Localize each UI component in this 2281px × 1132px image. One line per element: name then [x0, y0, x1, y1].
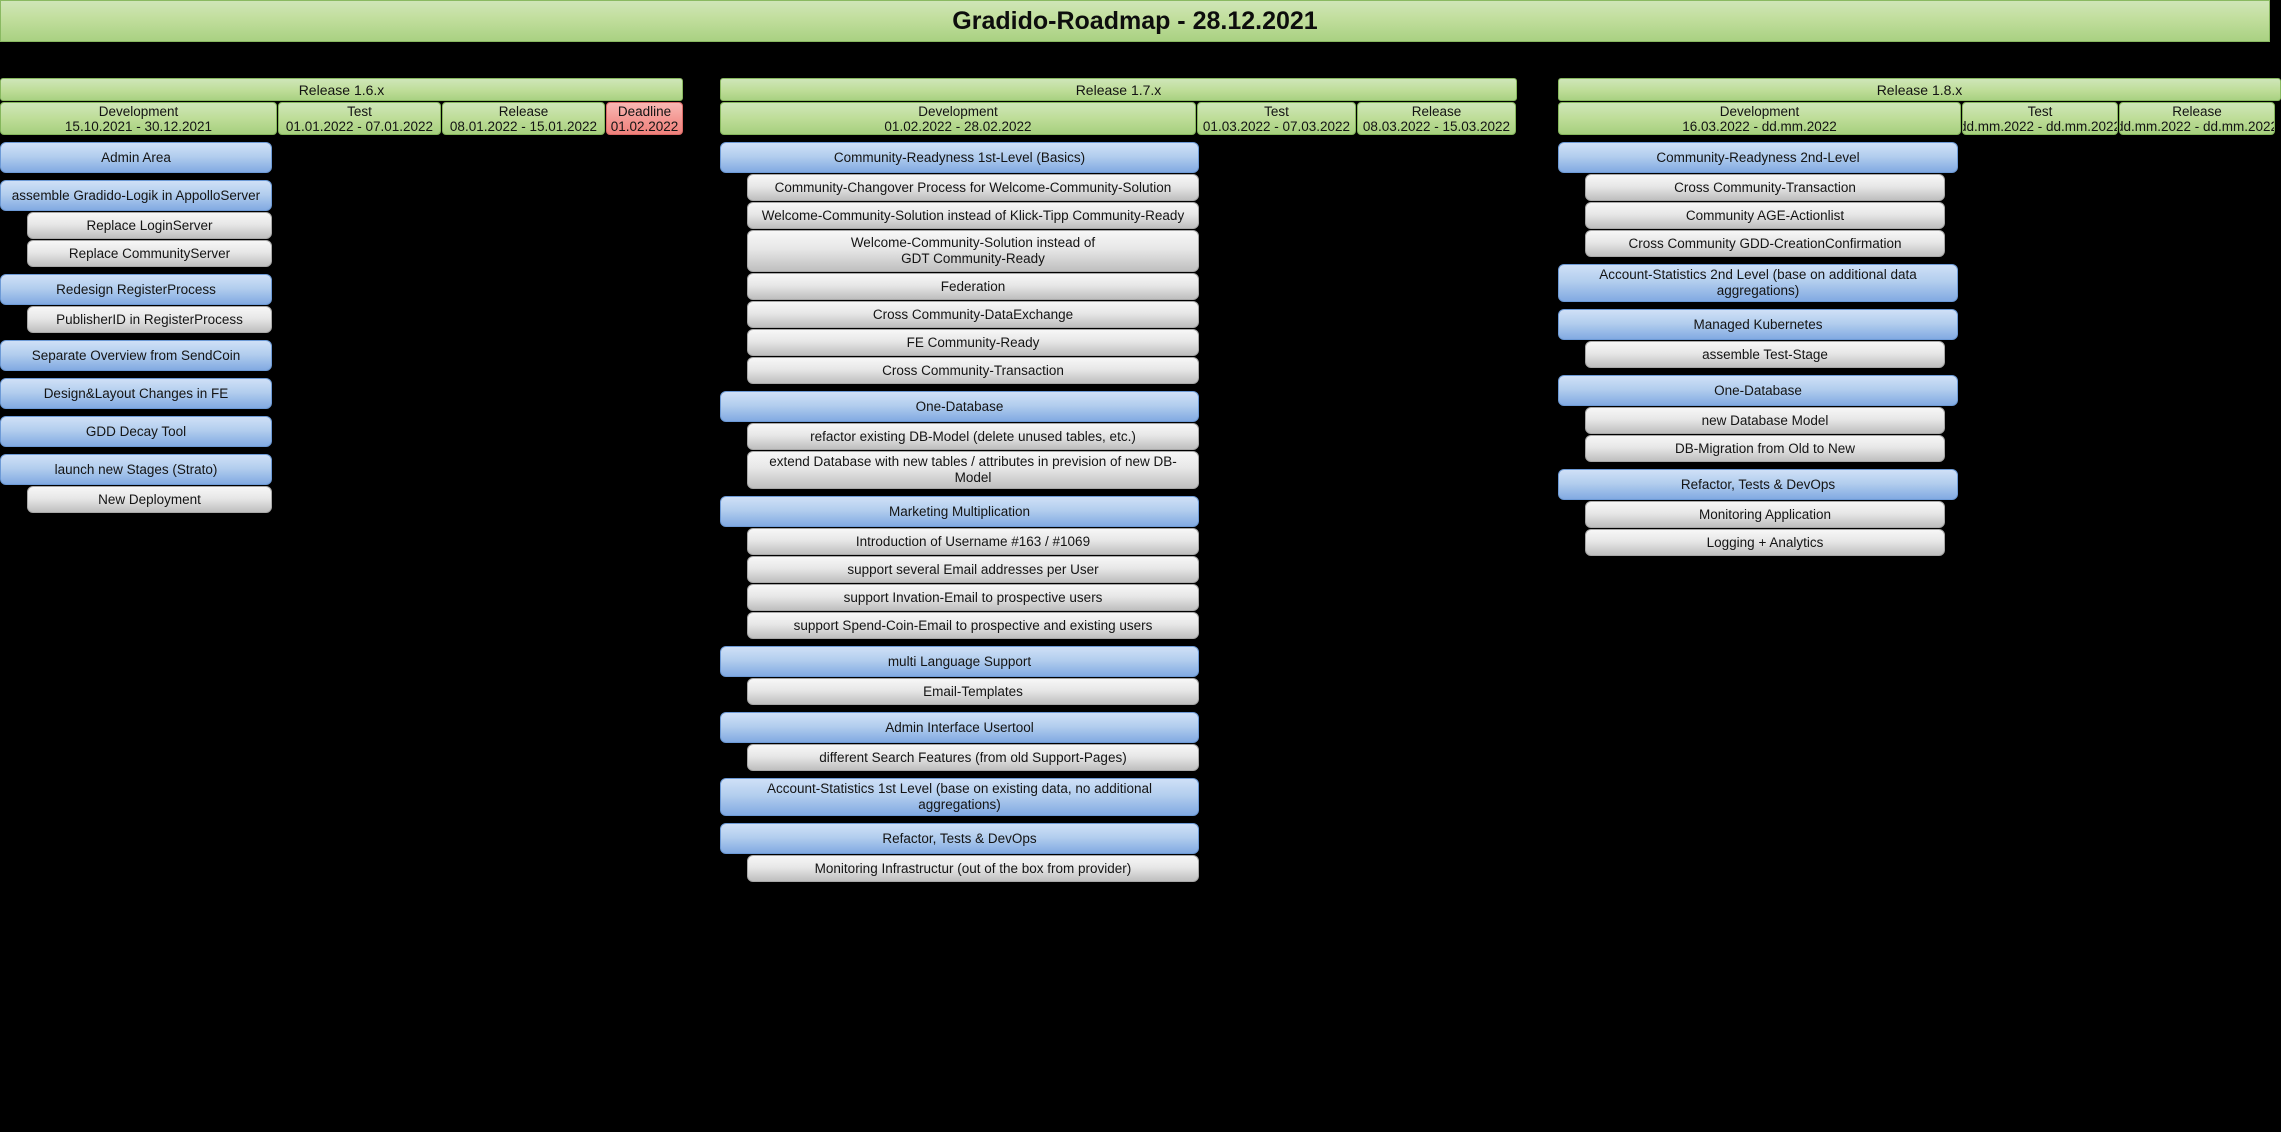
task-epic[interactable]: One-Database	[720, 391, 1199, 422]
task-epic[interactable]: Account-Statistics 2nd Level (base on ad…	[1558, 264, 1958, 302]
task-subitem[interactable]: Welcome-Community-Solution instead of Kl…	[747, 202, 1199, 229]
task-epic[interactable]: Admin Area	[0, 142, 272, 173]
task-subitem[interactable]: Community AGE-Actionlist	[1585, 202, 1945, 229]
phase-name: Deadline	[617, 103, 672, 119]
phase-name: Test	[2027, 103, 2053, 119]
task-epic[interactable]: GDD Decay Tool	[0, 416, 272, 447]
task-subitem[interactable]: Introduction of Username #163 / #1069	[747, 528, 1199, 555]
task-subitem[interactable]: different Search Features (from old Supp…	[747, 744, 1199, 771]
phase-dates: 01.02.2022 - 28.02.2022	[884, 118, 1032, 134]
task-epic[interactable]: Refactor, Tests & DevOps	[1558, 469, 1958, 500]
page-title: Gradido-Roadmap - 28.12.2021	[952, 6, 1318, 35]
phase-dates: 01.02.2022	[610, 118, 679, 134]
task-subitem[interactable]: FE Community-Ready	[747, 329, 1199, 356]
task-subitem[interactable]: Community-Changover Process for Welcome-…	[747, 174, 1199, 201]
task-subitem[interactable]: DB-Migration from Old to New	[1585, 435, 1945, 462]
phase-dates: 08.03.2022 - 15.03.2022	[1362, 118, 1511, 134]
phase-dates: dd.mm.2022 - dd.mm.2022	[2119, 118, 2275, 134]
task-subitem[interactable]: Replace LoginServer	[27, 212, 272, 239]
task-subitem[interactable]: Replace CommunityServer	[27, 240, 272, 267]
task-subitem[interactable]: support Invation-Email to prospective us…	[747, 584, 1199, 611]
task-subitem[interactable]: New Deployment	[27, 486, 272, 513]
release-title: Release 1.8.x	[1558, 78, 2281, 101]
phase-dates: 01.03.2022 - 07.03.2022	[1202, 118, 1351, 134]
task-epic[interactable]: Managed Kubernetes	[1558, 309, 1958, 340]
roadmap-title-bar: Gradido-Roadmap - 28.12.2021	[0, 0, 2270, 42]
task-epic[interactable]: assemble Gradido-Logik in AppolloServer	[0, 180, 272, 211]
task-subitem[interactable]: Monitoring Application	[1585, 501, 1945, 528]
phase-dates: 01.01.2022 - 07.01.2022	[285, 118, 434, 134]
task-epic[interactable]: Marketing Multiplication	[720, 496, 1199, 527]
task-subitem[interactable]: support Spend-Coin-Email to prospective …	[747, 612, 1199, 639]
phase-dates: 08.01.2022 - 15.01.2022	[449, 118, 598, 134]
release-title: Release 1.6.x	[0, 78, 683, 101]
task-subitem[interactable]: Cross Community-DataExchange	[747, 301, 1199, 328]
task-subitem[interactable]: Email-Templates	[747, 678, 1199, 705]
phase-name: Release	[498, 103, 549, 119]
task-epic[interactable]: Account-Statistics 1st Level (base on ex…	[720, 778, 1199, 816]
task-epic[interactable]: multi Language Support	[720, 646, 1199, 677]
task-epic[interactable]: Admin Interface Usertool	[720, 712, 1199, 743]
task-subitem[interactable]: new Database Model	[1585, 407, 1945, 434]
phase-dates: 16.03.2022 - dd.mm.2022	[1682, 118, 1837, 134]
task-subitem[interactable]: extend Database with new tables / attrib…	[747, 451, 1199, 489]
task-list: Community-Readyness 1st-Level (Basics)Co…	[720, 142, 1517, 882]
task-epic[interactable]: Community-Readyness 2nd-Level	[1558, 142, 1958, 173]
task-subitem[interactable]: Logging + Analytics	[1585, 529, 1945, 556]
release-title: Release 1.7.x	[720, 78, 1517, 101]
task-subitem[interactable]: PublisherID in RegisterProcess	[27, 306, 272, 333]
task-subitem[interactable]: Cross Community-Transaction	[1585, 174, 1945, 201]
task-subitem[interactable]: Cross Community-Transaction	[747, 357, 1199, 384]
task-epic[interactable]: Refactor, Tests & DevOps	[720, 823, 1199, 854]
task-subitem[interactable]: Cross Community GDD-CreationConfirmation	[1585, 230, 1945, 257]
task-epic[interactable]: Redesign RegisterProcess	[0, 274, 272, 305]
task-epic[interactable]: Community-Readyness 1st-Level (Basics)	[720, 142, 1199, 173]
phase-name: Development	[918, 103, 998, 119]
task-epic[interactable]: Separate Overview from SendCoin	[0, 340, 272, 371]
phase-dates: 15.10.2021 - 30.12.2021	[64, 118, 213, 134]
phase-name: Test	[1264, 103, 1289, 119]
task-subitem[interactable]: Monitoring Infrastructur (out of the box…	[747, 855, 1199, 882]
task-subitem[interactable]: Federation	[747, 273, 1199, 300]
task-subitem[interactable]: support several Email addresses per User	[747, 556, 1199, 583]
phase-name: Development	[1719, 103, 1800, 119]
phase-name: Release	[2172, 103, 2222, 119]
task-epic[interactable]: launch new Stages (Strato)	[0, 454, 272, 485]
phase-name: Development	[98, 103, 179, 119]
task-epic[interactable]: One-Database	[1558, 375, 1958, 406]
task-list: Admin Area assemble Gradido-Logik in Appo…	[0, 142, 683, 513]
phase-name: Release	[1411, 103, 1462, 119]
task-subitem[interactable]: assemble Test-Stage	[1585, 341, 1945, 368]
task-subitem[interactable]: refactor existing DB-Model (delete unuse…	[747, 423, 1199, 450]
task-epic[interactable]: Design&Layout Changes in FE	[0, 378, 272, 409]
phase-dates: dd.mm.2022 - dd.mm.2022	[1962, 118, 2118, 134]
phase-name: Test	[347, 103, 372, 119]
